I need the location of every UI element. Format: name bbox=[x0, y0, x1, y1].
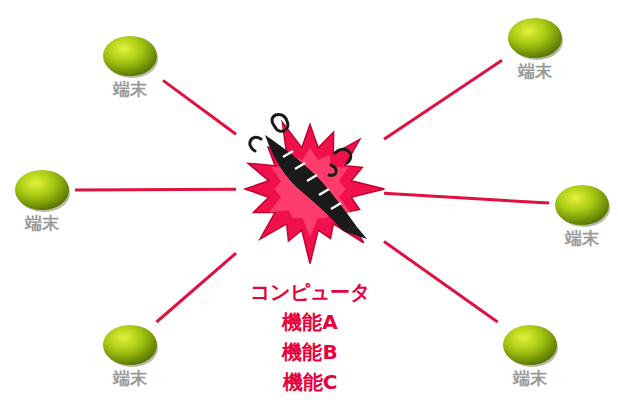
sphere-body bbox=[555, 185, 609, 225]
terminal-node: 端末 bbox=[497, 322, 563, 388]
terminal-label: 端末 bbox=[497, 368, 563, 388]
function-item: 機能B bbox=[236, 337, 384, 367]
network-line bbox=[163, 80, 236, 134]
terminal-sphere bbox=[552, 182, 612, 228]
burst-illustration bbox=[235, 105, 385, 273]
terminal-node: 端末 bbox=[9, 167, 75, 233]
terminal-node: 端末 bbox=[502, 15, 568, 81]
function-item: 機能A bbox=[236, 307, 384, 337]
terminal-label: 端末 bbox=[97, 79, 163, 99]
terminal-label: 端末 bbox=[9, 213, 75, 233]
horn-stripes bbox=[283, 151, 341, 209]
sphere-body bbox=[103, 325, 157, 365]
hub-text-group: コンピュータ機能A機能B機能C bbox=[236, 277, 384, 397]
terminal-sphere bbox=[100, 33, 160, 79]
network-line bbox=[384, 60, 502, 139]
sphere-body bbox=[103, 36, 157, 76]
terminal-sphere bbox=[100, 322, 160, 368]
computer-title: コンピュータ bbox=[236, 277, 384, 307]
terminal-label: 端末 bbox=[549, 228, 615, 248]
red-starburst bbox=[245, 122, 384, 263]
terminal-node: 端末 bbox=[97, 322, 163, 388]
function-item: 機能C bbox=[236, 367, 384, 397]
horn-tip bbox=[343, 227, 367, 239]
terminal-label: 端末 bbox=[97, 368, 163, 388]
network-line bbox=[384, 193, 549, 203]
network-line bbox=[384, 241, 498, 322]
network-line bbox=[157, 253, 236, 322]
terminal-label: 端末 bbox=[502, 61, 568, 81]
swirl-strokes bbox=[250, 114, 351, 175]
terminal-sphere bbox=[505, 15, 565, 61]
sphere-body bbox=[15, 170, 69, 210]
network-line bbox=[75, 188, 236, 192]
terminal-sphere bbox=[500, 322, 560, 368]
sphere-body bbox=[508, 18, 562, 58]
sphere-body bbox=[503, 325, 557, 365]
computer-hub: コンピュータ機能A機能B機能C bbox=[236, 105, 384, 399]
terminal-sphere bbox=[12, 167, 72, 213]
terminal-node: 端末 bbox=[97, 33, 163, 99]
terminal-node: 端末 bbox=[549, 182, 615, 248]
